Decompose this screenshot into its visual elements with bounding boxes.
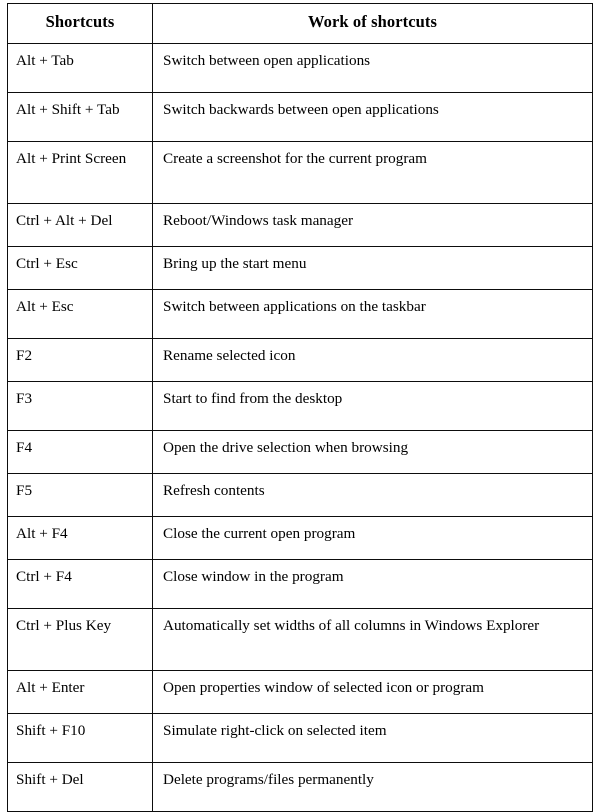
shortcut-description-cell: Start to find from the desktop (152, 380, 593, 431)
table-header: Shortcuts Work of shortcuts (7, 3, 593, 44)
shortcut-description-cell: Refresh contents (152, 472, 593, 517)
table-header-row: Shortcuts Work of shortcuts (7, 3, 593, 44)
shortcut-keys-cell: Ctrl + Alt + Del (7, 202, 153, 247)
shortcut-keys-cell: Ctrl + Plus Key (7, 607, 153, 671)
shortcut-keys-cell: Alt + Esc (7, 288, 153, 339)
shortcut-keys-cell: F5 (7, 472, 153, 517)
shortcut-keys-cell: Alt + F4 (7, 515, 153, 560)
shortcut-keys-cell: F4 (7, 429, 153, 474)
shortcut-description-cell: Automatically set widths of all columns … (152, 607, 593, 671)
shortcut-keys-cell: Alt + Enter (7, 669, 153, 714)
column-header-shortcuts: Shortcuts (7, 3, 153, 44)
shortcut-description-cell: Open properties window of selected icon … (152, 669, 593, 714)
shortcut-keys-cell: Ctrl + F4 (7, 558, 153, 609)
shortcut-keys-cell: Alt + Tab (7, 42, 153, 93)
shortcut-description-cell: Switch between applications on the taskb… (152, 288, 593, 339)
column-header-work-of-shortcuts: Work of shortcuts (152, 3, 593, 44)
shortcut-description-cell: Close the current open program (152, 515, 593, 560)
shortcut-keys-cell: F2 (7, 337, 153, 382)
clipped-next-row-border (7, 762, 9, 771)
shortcut-description-cell: Bring up the start menu (152, 245, 593, 290)
shortcut-description-cell: Close window in the program (152, 558, 593, 609)
shortcut-keys-cell: Shift + Del (7, 761, 153, 812)
shortcut-description-cell: Open the drive selection when browsing (152, 429, 593, 474)
shortcut-description-cell: Delete programs/files permanently (152, 761, 593, 812)
shortcut-description-cell: Create a screenshot for the current prog… (152, 140, 593, 204)
shortcut-keys-cell: Alt + Print Screen (7, 140, 153, 204)
shortcut-description-cell: Rename selected icon (152, 337, 593, 382)
shortcut-description-cell: Reboot/Windows task manager (152, 202, 593, 247)
shortcut-description-cell: Simulate right-click on selected item (152, 712, 593, 763)
shortcut-keys-cell: F3 (7, 380, 153, 431)
shortcut-keys-cell: Ctrl + Esc (7, 245, 153, 290)
shortcut-description-cell: Switch between open applications (152, 42, 593, 93)
shortcut-keys-cell: Shift + F10 (7, 712, 153, 763)
shortcut-keys-cell: Alt + Shift + Tab (7, 91, 153, 142)
shortcut-description-cell: Switch backwards between open applicatio… (152, 91, 593, 142)
